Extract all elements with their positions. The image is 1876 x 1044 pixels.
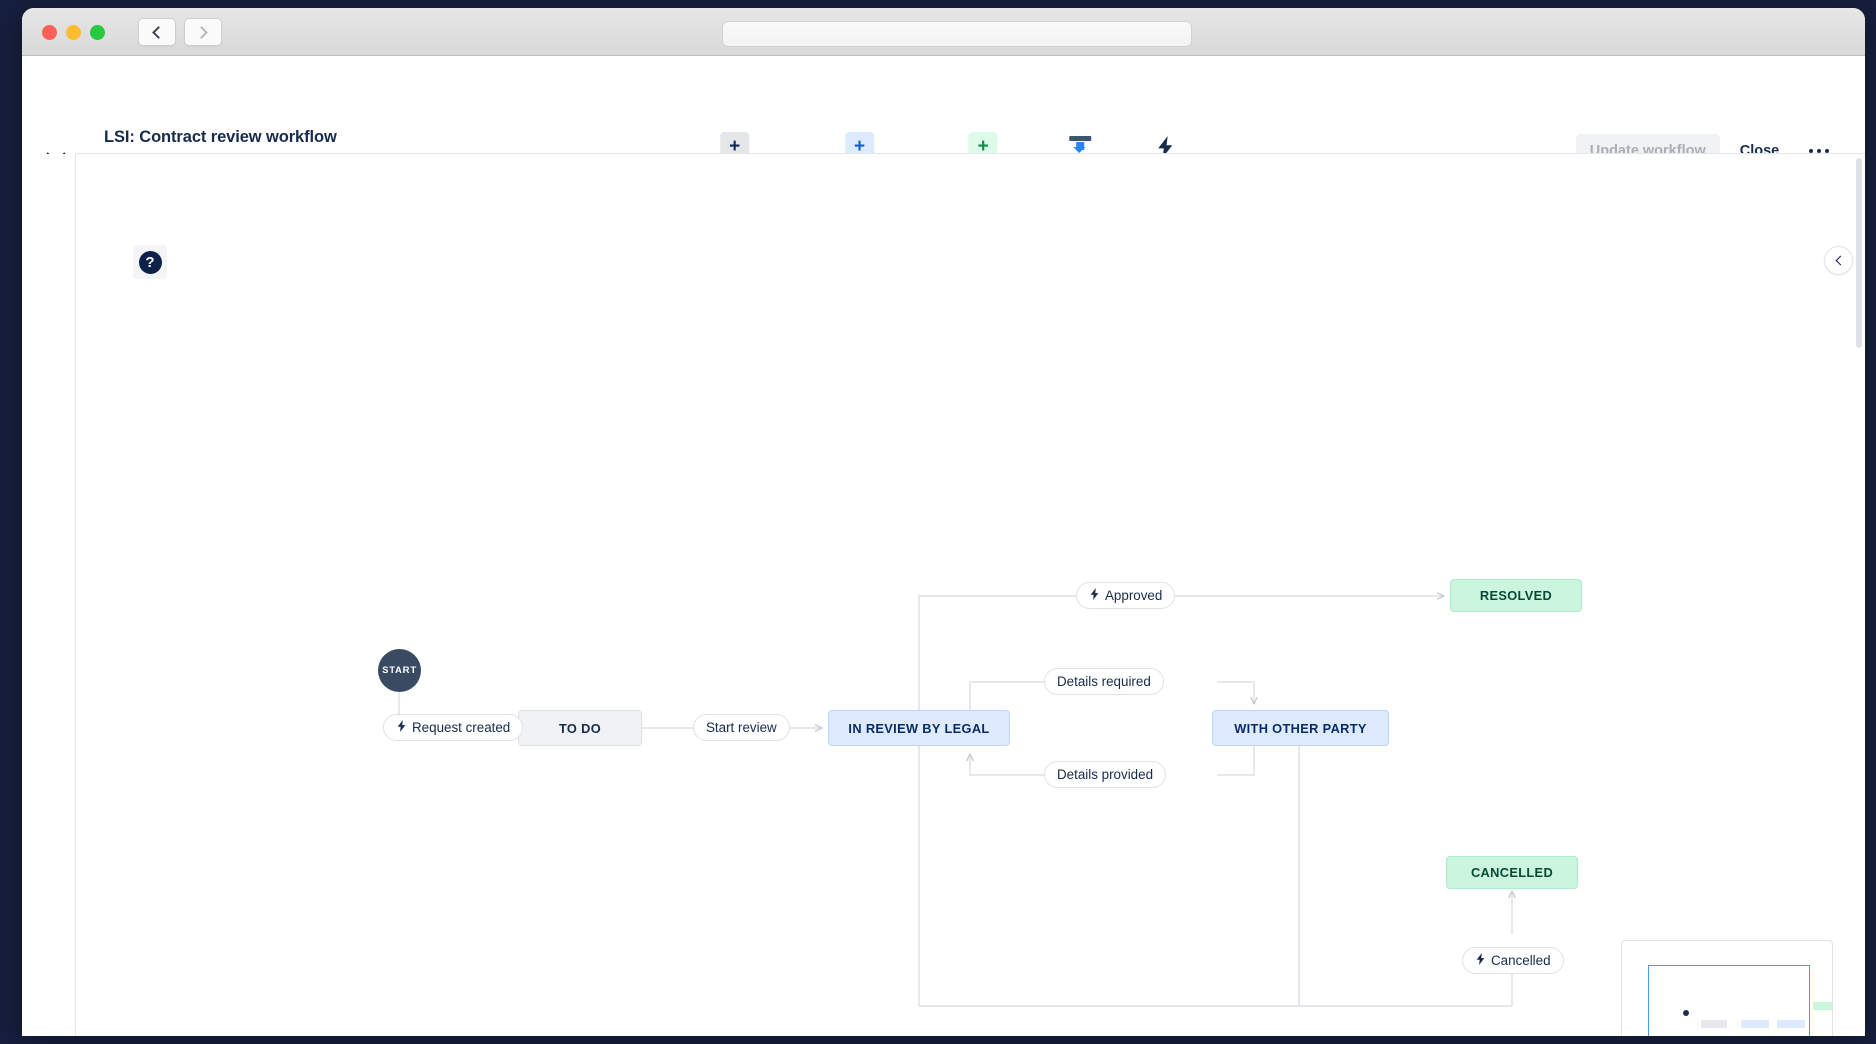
status-node-todo[interactable]: TO DO xyxy=(518,710,642,746)
minimap-viewport[interactable] xyxy=(1648,965,1832,1036)
vertical-scrollbar[interactable] xyxy=(1856,158,1862,348)
maximize-window-button[interactable] xyxy=(90,25,105,40)
minimize-window-button[interactable] xyxy=(66,25,81,40)
collapse-panel-button[interactable] xyxy=(1824,246,1853,275)
forward-button[interactable] xyxy=(184,18,222,46)
status-node-cancelled[interactable]: CANCELLED xyxy=(1446,856,1578,889)
workflow-canvas[interactable]: ? xyxy=(22,154,1865,1036)
minimap-node xyxy=(1701,1020,1727,1028)
help-icon: ? xyxy=(138,250,162,274)
browser-titlebar xyxy=(22,8,1865,56)
status-node-resolved[interactable]: RESOLVED xyxy=(1450,579,1582,612)
help-button[interactable]: ? xyxy=(133,245,167,279)
chevron-left-icon xyxy=(152,25,165,39)
transition-request-created[interactable]: Request created xyxy=(383,714,524,741)
status-node-in-review-by-legal[interactable]: IN REVIEW BY LEGAL xyxy=(828,710,1010,746)
url-bar[interactable] xyxy=(722,21,1192,47)
chevron-left-icon xyxy=(1835,255,1845,266)
transition-details-required[interactable]: Details required xyxy=(1044,668,1164,695)
bolt-icon xyxy=(396,719,407,736)
transition-label: Request created xyxy=(412,720,511,735)
traffic-lights xyxy=(42,25,105,40)
transition-approved[interactable]: Approved xyxy=(1076,582,1176,609)
minimap-node xyxy=(1777,1020,1805,1028)
bolt-icon xyxy=(1151,132,1180,161)
transition-label: Details provided xyxy=(1057,767,1154,782)
bolt-icon xyxy=(1475,952,1486,969)
transition-details-provided[interactable]: Details provided xyxy=(1044,761,1167,788)
transition-cancelled[interactable]: Cancelled xyxy=(1462,947,1564,974)
close-window-button[interactable] xyxy=(42,25,57,40)
app-container: LSI: Contract review workflow Used in 1 … xyxy=(22,56,1865,1036)
page-title: LSI: Contract review workflow xyxy=(104,128,337,146)
bolt-icon xyxy=(1089,587,1100,604)
more-options-icon[interactable] xyxy=(1799,143,1839,159)
transition-label: Cancelled xyxy=(1491,953,1551,968)
minimap-node xyxy=(1813,1002,1832,1010)
workflow-minimap[interactable] xyxy=(1621,940,1833,1036)
back-button[interactable] xyxy=(138,18,176,46)
status-node-with-other-party[interactable]: WITH OTHER PARTY xyxy=(1212,710,1389,746)
start-node[interactable]: START xyxy=(378,649,421,692)
browser-window: LSI: Contract review workflow Used in 1 … xyxy=(22,8,1865,1036)
minimap-start-node xyxy=(1683,1010,1689,1016)
browser-nav-buttons xyxy=(138,18,222,46)
workflow-connectors xyxy=(398,592,1516,1007)
transition-label: Approved xyxy=(1105,588,1163,603)
transition-start-review[interactable]: Start review xyxy=(693,714,790,741)
chevron-right-icon xyxy=(195,25,208,39)
minimap-node xyxy=(1741,1020,1769,1028)
workflow-header: LSI: Contract review workflow Used in 1 … xyxy=(22,56,1865,182)
canvas-left-rail xyxy=(22,154,76,1036)
header-divider xyxy=(76,153,1865,154)
transition-label: Start review xyxy=(706,720,777,735)
transition-label: Details required xyxy=(1057,674,1151,689)
